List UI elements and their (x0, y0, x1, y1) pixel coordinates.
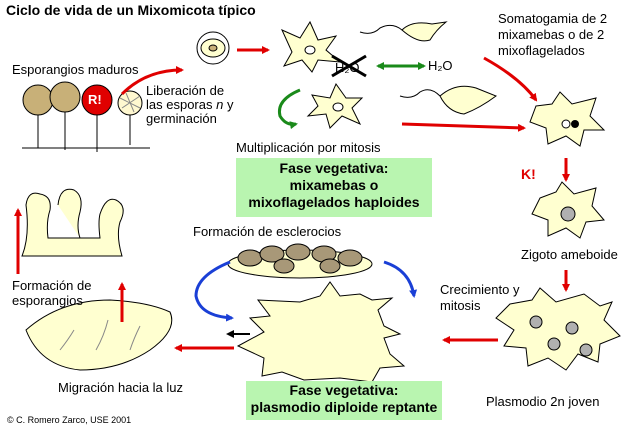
migrating-plasmodium (25, 299, 173, 371)
label-crecimiento-line2: mitosis (440, 298, 481, 313)
label-formacion-esporangios-line2: esporangios (12, 293, 83, 308)
sclerotia (227, 243, 373, 279)
myxoflagellate-mid (399, 85, 498, 115)
label-somatogamia: Somatogamia de 2 mixamebas o de 2 mixofl… (498, 11, 607, 59)
label-k: K! (521, 166, 536, 182)
syngamy-cell (529, 91, 606, 147)
label-somatogamia-line3: mixoflagelados (498, 43, 585, 58)
forming-sporangia (21, 188, 124, 257)
label-liberacion-line2: las esporas n y (146, 98, 233, 112)
red-arrows (14, 46, 570, 352)
credit-text: © C. Romero Zarco, USE 2001 (7, 415, 132, 425)
young-plasmodium (495, 287, 621, 371)
amoeboid-zygote (531, 181, 605, 239)
box-haploide-line1: Fase vegetativa: (279, 160, 389, 176)
box-fase-vegetativa-diploide: Fase vegetativa: plasmodio diploide rept… (246, 381, 442, 420)
label-formacion-esclerocios: Formación de esclerocios (193, 224, 342, 239)
myxoflagellate-top (359, 21, 448, 42)
label-liberacion-line3: germinación (146, 111, 217, 126)
blue-arrows (194, 260, 418, 322)
box-fase-vegetativa-haploide: Fase vegetativa: mixamebas o mixoflagela… (236, 158, 432, 217)
diagram-title: Ciclo de vida de un Mixomicota típico (6, 2, 256, 18)
box-diploide-line1: Fase vegetativa: (289, 382, 399, 398)
label-liberacion: Liberación de las esporas n y germinació… (146, 84, 233, 126)
label-liberacion-part-b: y (223, 97, 234, 112)
myxamoeba-mid (306, 82, 364, 129)
label-liberacion-n: n (216, 97, 224, 112)
spore (196, 31, 230, 65)
diploid-plasmodium (236, 281, 406, 383)
green-arrows (277, 62, 426, 130)
box-haploide-line3: mixoflagelados haploides (248, 194, 420, 210)
label-r: R! (88, 92, 102, 107)
label-crecimiento: Crecimiento y mitosis (440, 282, 519, 314)
label-somatogamia-line2: mixamebas o de 2 (498, 27, 605, 42)
label-formacion-esporangios-line1: Formación de (12, 278, 92, 293)
label-h2o: H₂O (428, 58, 453, 73)
myxamoeba-top (281, 20, 342, 73)
label-formacion-esporangios: Formación de esporangios (12, 278, 91, 308)
box-diploide-line2: plasmodio diploide reptante (250, 399, 438, 415)
label-migracion: Migración hacia la luz (58, 380, 184, 395)
label-plasmodio-joven: Plasmodio 2n joven (486, 394, 600, 409)
mature-sporangia (22, 81, 150, 152)
label-liberacion-part-a: las esporas (146, 97, 213, 112)
box-haploide-line2: mixamebas o (289, 177, 379, 193)
label-multiplicacion: Multiplicación por mitosis (236, 140, 381, 155)
label-zigoto: Zigoto ameboide (521, 247, 618, 262)
label-liberacion-line1: Liberación de (146, 83, 225, 98)
crossed-out-h2o: H₂O (331, 54, 367, 78)
label-esporangios-maduros: Esporangios maduros (12, 62, 139, 77)
label-crecimiento-line1: Crecimiento y (440, 282, 520, 297)
label-somatogamia-line1: Somatogamia de 2 (498, 11, 608, 26)
